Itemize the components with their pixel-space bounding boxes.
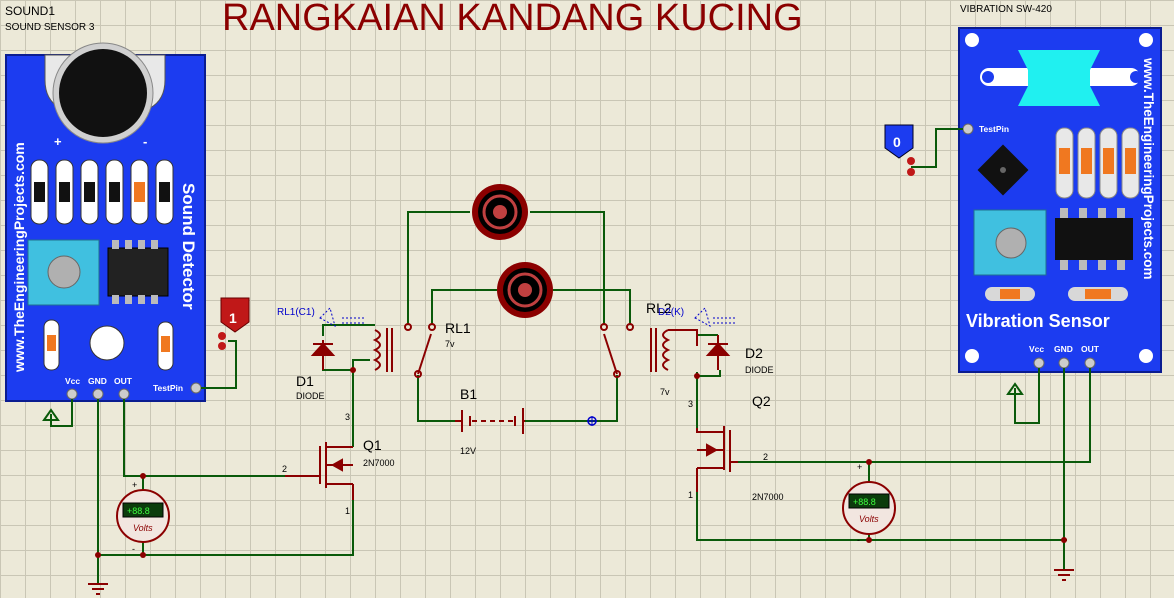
svg-text:1: 1 — [345, 506, 350, 516]
sound-board-website: www.TheEngineeringProjects.com — [11, 142, 27, 373]
voltmeter2-display: +88.8 — [853, 497, 876, 507]
svg-text:+: + — [857, 462, 862, 472]
svg-text:-: - — [143, 134, 147, 149]
voltmeter-2[interactable]: +88.8 Volts — [842, 481, 896, 535]
diode1-ref: D1 — [296, 373, 314, 389]
vibration-testpin-label: TestPin — [979, 124, 1009, 134]
sound-pin-gnd[interactable] — [92, 388, 104, 400]
transistor-q2[interactable] — [696, 426, 738, 492]
vib-pin-vcc-label: Vcc — [1029, 344, 1044, 354]
sound-sensor-ref: SOUND1 — [5, 4, 55, 18]
relay2-coil-label: D2(K) — [658, 307, 684, 318]
svg-text:2: 2 — [763, 452, 768, 462]
sound-pin-vcc[interactable] — [66, 388, 78, 400]
sound-board-title: Sound Detector — [179, 183, 198, 310]
vibration-board-title: Vibration Sensor — [966, 311, 1110, 331]
sound-sensor-part: SOUND SENSOR 3 — [5, 22, 95, 33]
diode2-ref: D2 — [745, 345, 763, 361]
battery-value: 12V — [460, 446, 476, 456]
vibration-sensor-board[interactable]: Vibration Sensor www.TheEngineeringProje… — [958, 27, 1162, 373]
svg-text:0: 0 — [893, 134, 901, 150]
vibration-testpin[interactable] — [962, 123, 974, 135]
q2-part: 2N7000 — [752, 492, 784, 502]
relay2-ref: RL2 — [646, 300, 672, 316]
relay1-value: 7v — [445, 339, 455, 349]
relay-1[interactable] — [372, 323, 436, 378]
sound-testpin-label: TestPin — [153, 383, 183, 393]
vibration-board-website: www.TheEngineeringProjects.com — [1141, 57, 1156, 280]
voltmeter1-unit: Volts — [133, 523, 153, 533]
power-icon — [1006, 382, 1024, 395]
microphone-icon — [59, 49, 147, 137]
voltmeter2-unit: Volts — [859, 514, 879, 524]
sound-pin-out[interactable] — [118, 388, 130, 400]
vib-pin-gnd[interactable] — [1058, 357, 1070, 369]
power-icon — [42, 408, 60, 421]
q1-part: 2N7000 — [363, 458, 395, 468]
transistor-q1[interactable] — [285, 442, 354, 500]
battery-b1[interactable] — [455, 408, 597, 434]
sound-sensor-board[interactable]: + - Sou — [5, 42, 206, 402]
voltmeter-1[interactable]: +88.8 Volts — [116, 489, 170, 543]
svg-text:3: 3 — [688, 399, 693, 409]
wires — [50, 128, 1091, 584]
motor-2[interactable] — [497, 262, 553, 318]
vib-pin-out-label: OUT — [1081, 344, 1100, 354]
svg-text:+: + — [132, 480, 137, 490]
diode-2[interactable] — [705, 335, 731, 370]
vib-pin-out[interactable] — [1084, 357, 1096, 369]
vibration-sensor-part: VIBRATION SW-420 — [960, 4, 1052, 15]
sound-pin-gnd-label: GND — [88, 376, 107, 386]
diode-1[interactable] — [310, 340, 336, 370]
schematic-title: RANGKAIAN KANDANG KUCING — [222, 0, 803, 39]
logic-probe-1[interactable]: 1 — [218, 297, 250, 350]
svg-text:3: 3 — [345, 412, 350, 422]
svg-text:+: + — [54, 134, 62, 149]
battery-ref: B1 — [460, 386, 477, 402]
relay2-value: 7v — [660, 387, 670, 397]
sound-pin-vcc-label: Vcc — [65, 376, 80, 386]
svg-text:1: 1 — [688, 490, 693, 500]
relay1-ref: RL1 — [445, 320, 471, 336]
q2-ref: Q2 — [752, 393, 771, 409]
ground-icon — [1054, 569, 1074, 581]
q1-ref: Q1 — [363, 437, 382, 453]
relay1-coil-label: RL1(C1) — [277, 307, 315, 318]
svg-text:2: 2 — [282, 464, 287, 474]
svg-text:1: 1 — [229, 310, 237, 326]
ground-icon — [88, 583, 108, 595]
svg-text:-: - — [132, 544, 135, 554]
sound-testpin[interactable] — [190, 382, 202, 394]
relay-2[interactable] — [600, 323, 698, 378]
diode1-part: DIODE — [296, 391, 325, 401]
diode2-part: DIODE — [745, 365, 774, 375]
motor-1[interactable] — [472, 184, 528, 240]
svg-text:-: - — [857, 535, 860, 545]
voltmeter1-display: +88.8 — [127, 506, 150, 516]
logic-probe-2[interactable]: 0 — [884, 124, 915, 176]
vib-pin-vcc[interactable] — [1033, 357, 1045, 369]
vib-pin-gnd-label: GND — [1054, 344, 1073, 354]
sound-pin-out-label: OUT — [114, 376, 133, 386]
